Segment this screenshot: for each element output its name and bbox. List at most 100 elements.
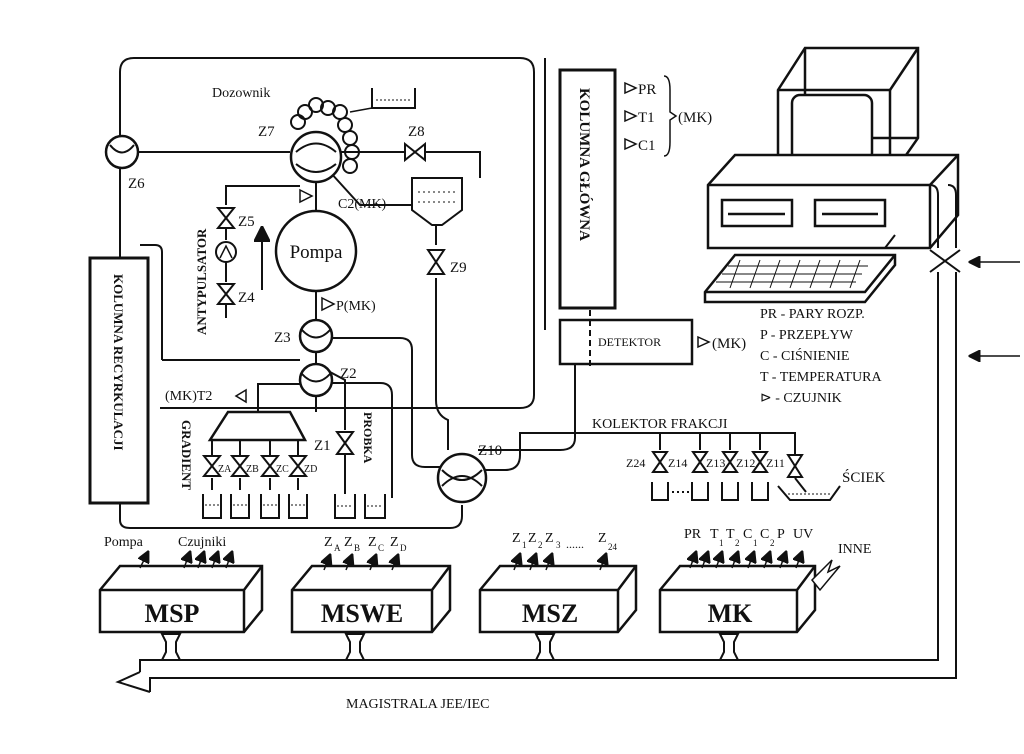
valve-zc-label: ZC — [276, 464, 289, 475]
mswe-input-za: Z — [324, 535, 333, 550]
msz-input-z3-sub: 3 — [556, 540, 561, 550]
mswe-input-zc: Z — [368, 535, 377, 550]
sensor-group-mk-label: (MK) — [678, 110, 712, 126]
sensor-t2-label: (MK)T2 — [165, 389, 212, 404]
legend-p: P - PRZEPŁYW — [760, 328, 854, 343]
pump-label: Pompa — [290, 242, 343, 263]
valve-z2: Z2 — [298, 362, 357, 398]
fraction-collector-label: KOLEKTOR FRAKCJI — [592, 417, 728, 432]
mk-input-t2-sub: 2 — [735, 538, 740, 548]
module-msp: MSP Pompa Czujniki — [98, 535, 264, 661]
sensor-p-label: P(MK) — [336, 299, 376, 314]
recycling-column: KOLUMNA RECYRKULACJI — [88, 256, 150, 505]
valve-za-label: ZA — [218, 464, 232, 475]
sensor-t2: (MK)T2 — [165, 388, 247, 404]
mswe-input-zc-sub: C — [378, 543, 384, 553]
msz-input-z2: Z — [528, 531, 537, 546]
module-mk-label: MK — [708, 599, 754, 628]
main-column-label: KOLUMNA GŁÓWNA — [576, 88, 593, 241]
valve-z24-label: Z24 — [626, 456, 645, 470]
main-column: KOLUMNA GŁÓWNA PR T1 C1 (MK) — [558, 68, 712, 310]
bus-label: MAGISTRALA JEE/IEC — [346, 697, 490, 712]
valve-z10-label: Z10 — [478, 443, 502, 459]
antypulsator-label: ANTYPULSATOR — [194, 228, 209, 335]
detector-mk-label: (MK) — [712, 336, 746, 352]
computer — [703, 46, 960, 304]
mk-input-p: P — [777, 527, 785, 542]
msz-input-z24: Z — [598, 531, 607, 546]
msz-input-z24-sub: 24 — [608, 542, 618, 552]
valve-zd-label: ZD — [304, 464, 317, 475]
signal-pompa-label: Pompa — [104, 535, 144, 550]
sensor-c1-label: C1 — [638, 138, 656, 154]
module-msz-label: MSZ — [522, 599, 578, 628]
legend-t: T - TEMPERATURA — [760, 370, 882, 385]
detector-label: DETEKTOR — [598, 335, 661, 349]
mk-input-c1-sub: 1 — [753, 538, 758, 548]
valve-z6: Z6 — [104, 134, 145, 192]
mk-input-c1: C — [743, 527, 752, 542]
msz-input-dots: ...... — [566, 537, 584, 551]
valve-zb-label: ZB — [246, 464, 259, 475]
mk-input-c2-sub: 2 — [770, 538, 775, 548]
mk-input-pr: PR — [684, 527, 702, 542]
gradient-label: GRADIENT — [179, 420, 194, 490]
legend: PR - PARY ROZP. P - PRZEPŁYW C - CIŚNIEN… — [760, 307, 882, 406]
detector: DETEKTOR (MK) — [558, 310, 746, 368]
msz-input-z3: Z — [545, 531, 554, 546]
mk-input-t1-sub: 1 — [719, 538, 724, 548]
valve-z2-label: Z2 — [340, 366, 357, 382]
valve-z4-label: Z4 — [238, 290, 255, 306]
mk-input-t2: T — [726, 527, 735, 542]
module-mswe: MSWE Z A Z B Z C Z D — [290, 535, 452, 661]
antypulsator: ANTYPULSATOR Z5 Z4 — [194, 207, 262, 335]
module-mk: MK PR T 1 T 2 C 1 C 2 P UV INNE — [658, 527, 871, 661]
valve-z7-label: Z7 — [258, 124, 275, 140]
valve-z9-label: Z9 — [450, 260, 467, 276]
sample-branch: Z1 PROBKA — [314, 412, 386, 519]
main-piping — [119, 57, 796, 529]
dozownik: Dozownik — [212, 86, 416, 174]
recycling-column-label: KOLUMNA RECYRKULACJI — [111, 274, 126, 451]
valve-z3: Z3 — [274, 318, 334, 354]
mswe-input-zd-sub: D — [400, 543, 407, 553]
legend-pr: PR - PARY ROZP. — [760, 307, 865, 322]
valve-z8-label: Z8 — [408, 124, 425, 140]
gradient-mixer: GRADIENT ZA ZB ZC ZD — [179, 410, 317, 519]
module-mswe-label: MSWE — [321, 599, 403, 628]
valve-z8: Z8 — [404, 124, 426, 163]
reservoir-funnel — [411, 177, 463, 226]
legend-sensor: ⊳ - CZUJNIK — [760, 391, 842, 406]
sensor-pr-label: PR — [638, 82, 656, 98]
probka-label: PROBKA — [361, 412, 375, 464]
sensor-c2: C2(MK) — [299, 188, 387, 212]
valve-z10: Z10 — [436, 443, 502, 504]
keyboard-keys — [716, 259, 868, 289]
module-msz: MSZ Z 1 Z 2 Z 3 ...... Z 24 — [478, 531, 638, 661]
mk-input-t1: T — [710, 527, 719, 542]
valve-z5-label: Z5 — [238, 214, 255, 230]
msz-input-z2-sub: 2 — [538, 540, 543, 550]
msz-input-z1-sub: 1 — [522, 540, 527, 550]
dozownik-label: Dozownik — [212, 86, 270, 101]
module-msp-label: MSP — [145, 599, 200, 628]
valve-z12-label: Z12 — [736, 456, 755, 470]
valve-z11-label: Z11 — [766, 456, 785, 470]
mswe-input-zb: Z — [344, 535, 353, 550]
valve-z6-label: Z6 — [128, 176, 145, 192]
mswe-input-za-sub: A — [334, 543, 341, 553]
sensor-c2-label: C2(MK) — [338, 197, 387, 212]
sensor-p: P(MK) — [321, 296, 376, 314]
sciek-label: ŚCIEK — [842, 469, 886, 486]
signal-czujniki-label: Czujniki — [178, 535, 226, 550]
mk-input-uv: UV — [793, 527, 813, 542]
msz-input-z1: Z — [512, 531, 521, 546]
valve-z13-label: Z13 — [706, 456, 725, 470]
valve-z1-label: Z1 — [314, 438, 331, 454]
legend-c: C - CIŚNIENIE — [760, 347, 849, 364]
mswe-input-zd: Z — [390, 535, 399, 550]
monitor-screen — [790, 93, 874, 163]
valve-z7: Z7 — [258, 124, 343, 184]
valve-z14-label: Z14 — [668, 456, 687, 470]
